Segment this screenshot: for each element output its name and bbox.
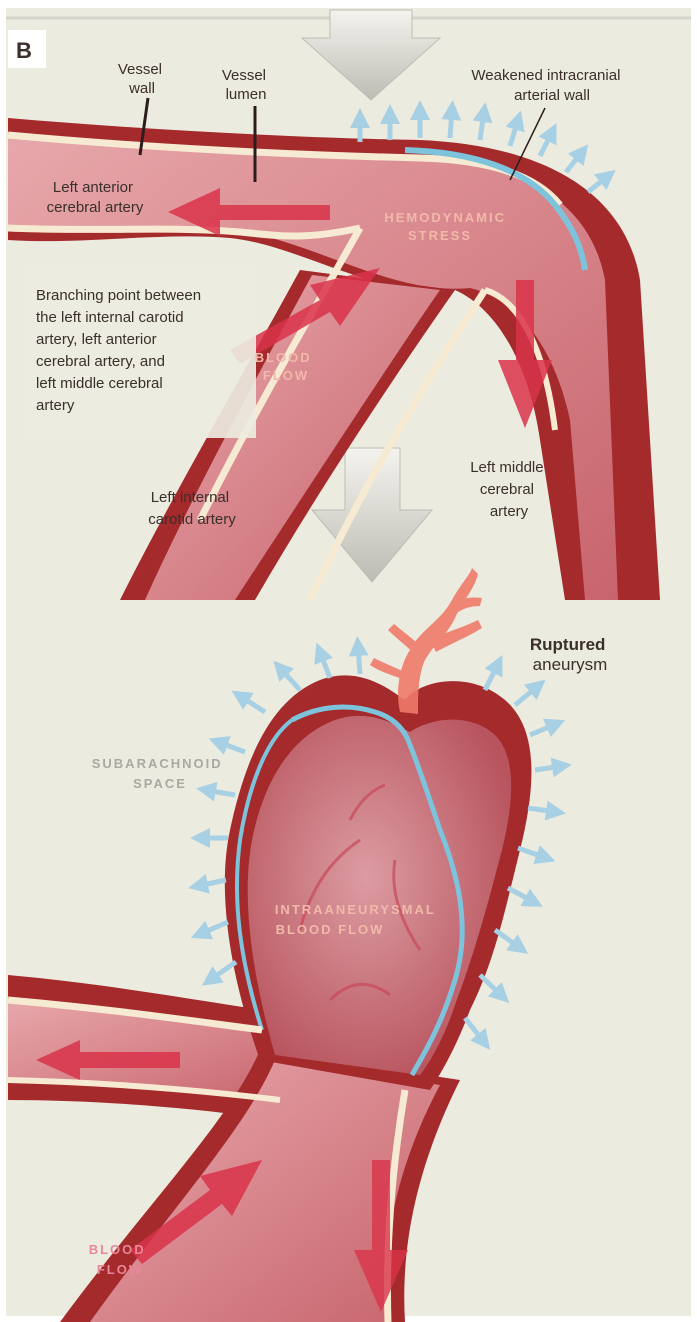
label-ruptured-aneurysm: Ruptured aneurysm: [530, 635, 610, 674]
panel-label: B: [16, 38, 32, 63]
